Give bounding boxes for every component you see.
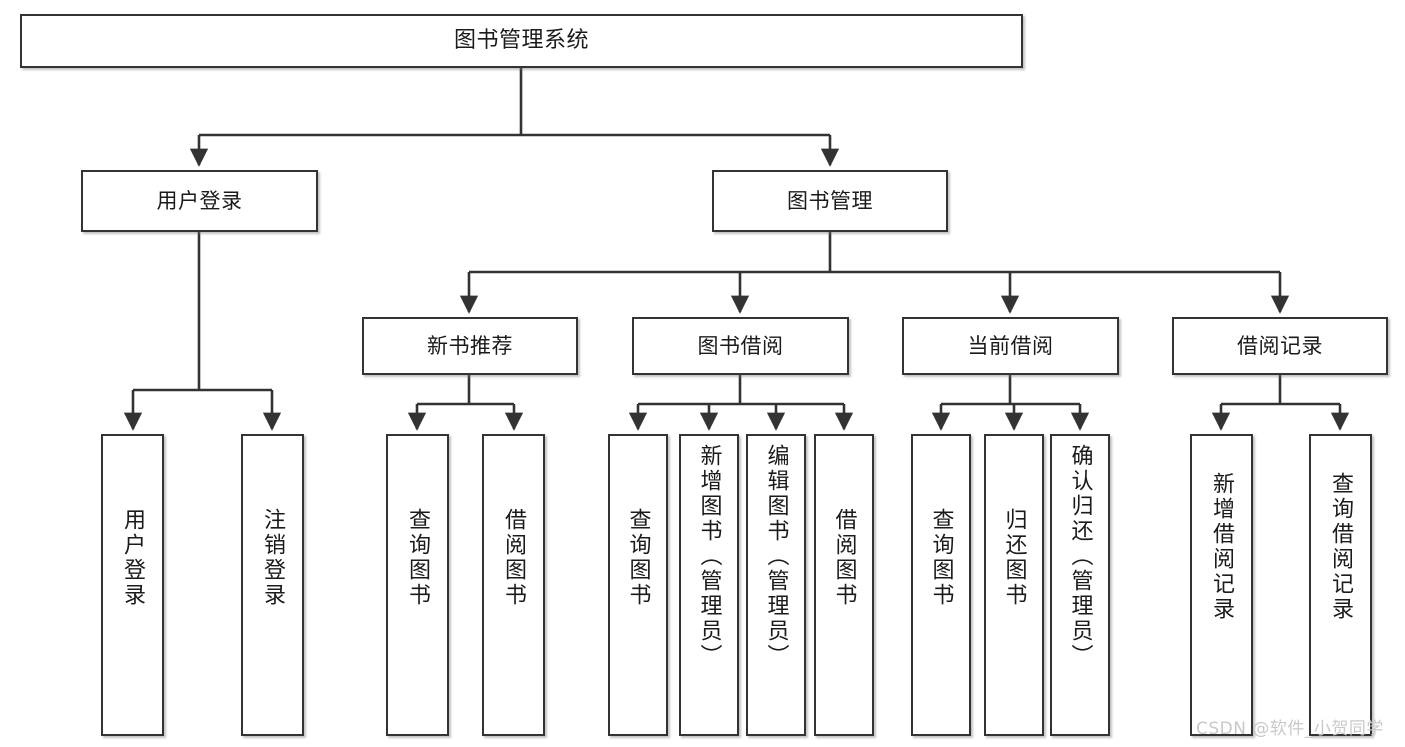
node-leaf-query-record-label: 查询借阅记录 [1328, 472, 1354, 622]
node-current-borrow[interactable]: 当前借阅 [902, 317, 1119, 375]
node-new-book-recommend-label: 新书推荐 [427, 333, 513, 358]
node-leaf-borrow-book-1[interactable]: 借阅图书 [482, 434, 545, 736]
node-leaf-query-book-1[interactable]: 查询图书 [386, 434, 449, 736]
node-root[interactable]: 图书管理系统 [20, 14, 1023, 68]
node-leaf-query-book-2-label: 查询图书 [625, 508, 651, 608]
node-book-borrow-label: 图书借阅 [697, 333, 784, 358]
node-leaf-query-book-1-label: 查询图书 [405, 508, 431, 608]
node-leaf-add-record-label: 新增借阅记录 [1209, 472, 1235, 622]
node-current-borrow-label: 当前借阅 [967, 333, 1054, 358]
node-leaf-user-login-label: 用户登录 [120, 508, 146, 608]
node-leaf-borrow-book-2[interactable]: 借阅图书 [814, 434, 874, 736]
node-leaf-query-book-3[interactable]: 查询图书 [911, 434, 971, 736]
node-leaf-confirm-return[interactable]: 确认归还（管理员） [1050, 434, 1110, 736]
node-leaf-query-record[interactable]: 查询借阅记录 [1309, 434, 1372, 736]
node-user-login[interactable]: 用户登录 [81, 170, 318, 232]
node-leaf-query-book-2[interactable]: 查询图书 [608, 434, 668, 736]
node-leaf-edit-book[interactable]: 编辑图书（管理员） [746, 434, 806, 736]
node-leaf-borrow-book-1-label: 借阅图书 [501, 508, 527, 608]
node-leaf-add-record[interactable]: 新增借阅记录 [1190, 434, 1253, 736]
node-borrow-record-label: 借阅记录 [1237, 333, 1323, 358]
node-leaf-user-logout-label: 注销登录 [260, 508, 286, 608]
node-book-borrow[interactable]: 图书借阅 [632, 317, 849, 375]
node-leaf-edit-book-label: 编辑图书（管理员） [763, 444, 789, 669]
watermark-text: CSDN @软件_小贺同学 [1196, 719, 1384, 739]
node-book-management-label: 图书管理 [787, 188, 873, 213]
node-leaf-confirm-return-label: 确认归还（管理员） [1067, 444, 1093, 669]
node-leaf-user-login[interactable]: 用户登录 [101, 434, 164, 736]
node-new-book-recommend[interactable]: 新书推荐 [362, 317, 578, 375]
node-root-label: 图书管理系统 [453, 28, 589, 54]
node-leaf-return-book-label: 归还图书 [1001, 508, 1027, 608]
node-leaf-return-book[interactable]: 归还图书 [984, 434, 1044, 736]
node-leaf-add-book-label: 新增图书（管理员） [696, 444, 722, 669]
node-borrow-record[interactable]: 借阅记录 [1172, 317, 1388, 375]
node-leaf-user-logout[interactable]: 注销登录 [241, 434, 304, 736]
node-user-login-label: 用户登录 [156, 188, 243, 213]
node-leaf-query-book-3-label: 查询图书 [928, 508, 954, 608]
node-leaf-add-book[interactable]: 新增图书（管理员） [679, 434, 739, 736]
node-leaf-borrow-book-2-label: 借阅图书 [831, 508, 857, 608]
node-book-management[interactable]: 图书管理 [712, 170, 948, 232]
